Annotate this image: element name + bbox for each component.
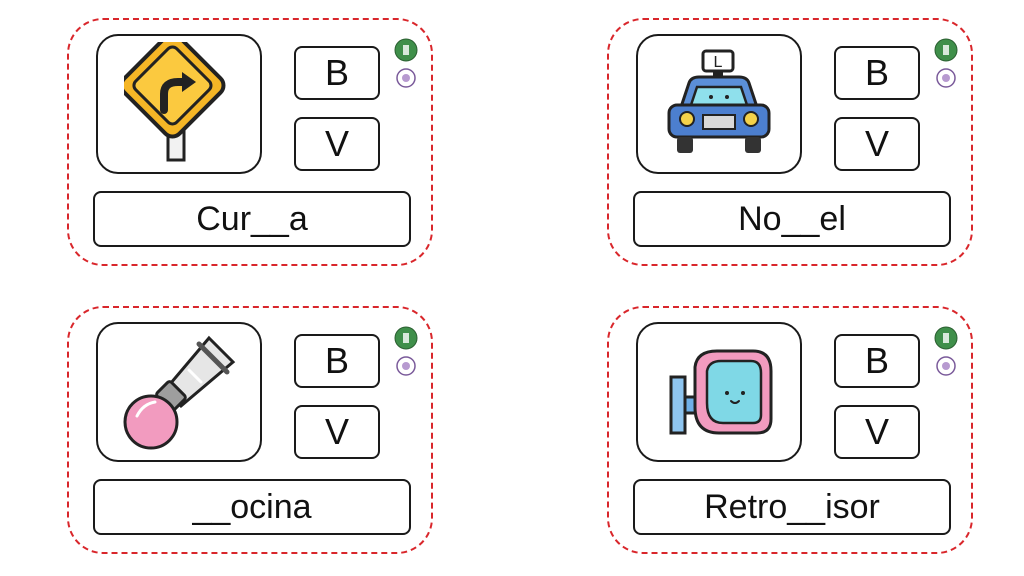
horn-icon (123, 335, 236, 450)
option-v-button[interactable]: V (834, 117, 920, 171)
card-retrovisor: B V Retro__isor (607, 306, 973, 554)
rear-view-mirror-icon (669, 349, 773, 435)
word-with-blank: No__el (633, 191, 951, 247)
curve-road-sign-icon (124, 42, 226, 162)
image-box: L (636, 34, 802, 174)
option-b-button[interactable]: B (834, 334, 920, 388)
card-curva: B V Cur__a (67, 18, 433, 266)
logo (387, 326, 427, 386)
logo (927, 326, 967, 386)
image-box (96, 322, 262, 462)
word-with-blank: Retro__isor (633, 479, 951, 535)
learner-car-icon: L (667, 49, 771, 153)
option-v-button[interactable]: V (294, 405, 380, 459)
logo (927, 38, 967, 98)
image-box (636, 322, 802, 462)
svg-text:L: L (714, 54, 723, 71)
option-v-button[interactable]: V (294, 117, 380, 171)
option-b-button[interactable]: B (294, 334, 380, 388)
word-with-blank: Cur__a (93, 191, 411, 247)
logo (387, 38, 427, 98)
option-b-button[interactable]: B (294, 46, 380, 100)
option-b-button[interactable]: B (834, 46, 920, 100)
word-with-blank: __ocina (93, 479, 411, 535)
card-bocina: B V __ocina (67, 306, 433, 554)
card-novel: L B V No__el (607, 18, 973, 266)
image-box (96, 34, 262, 174)
option-v-button[interactable]: V (834, 405, 920, 459)
